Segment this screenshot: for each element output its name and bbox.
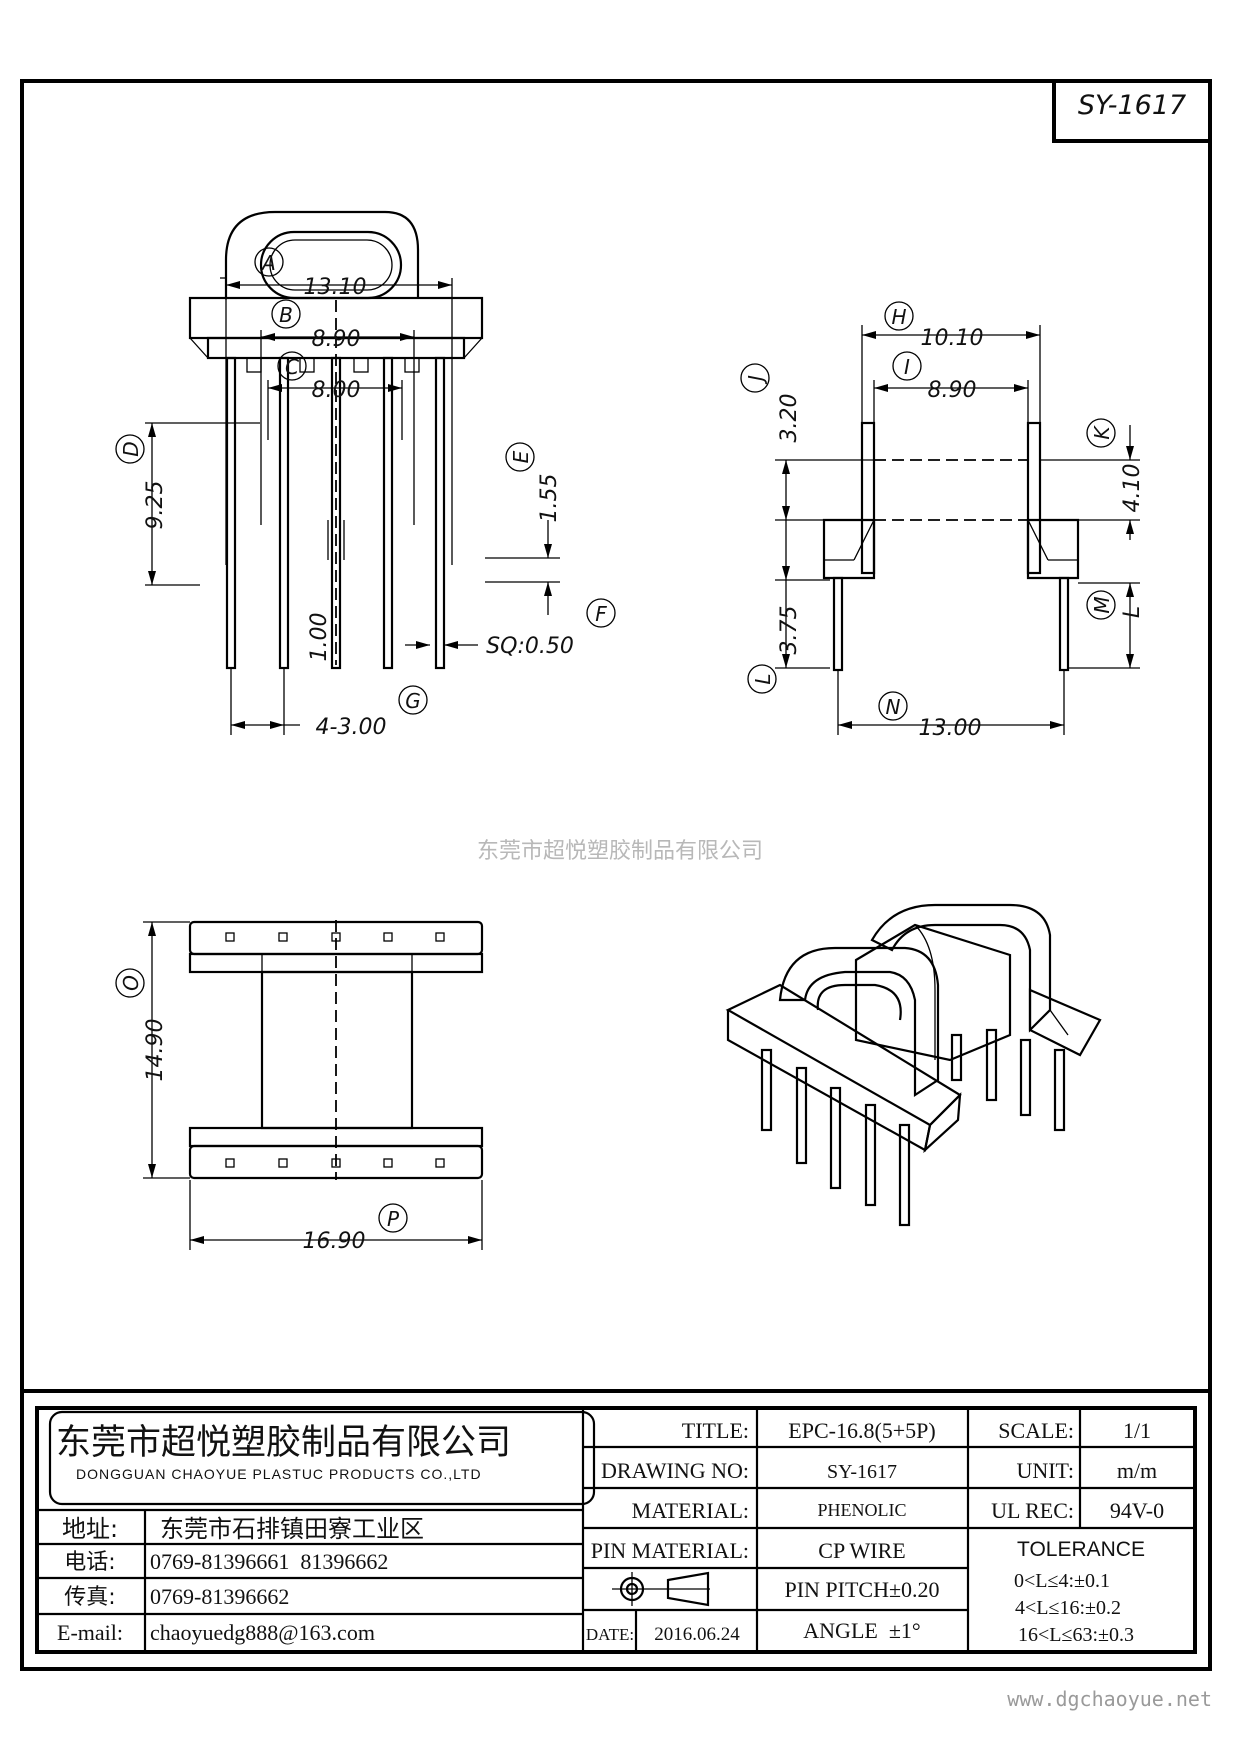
drawing-no: SY-1617: [827, 1461, 897, 1483]
top-core: [260, 970, 414, 1130]
address: 东莞市石排镇田寮工业区: [160, 1515, 424, 1543]
svg-text:UNIT:: UNIT:: [1016, 1458, 1074, 1483]
svg-text:I: I: [904, 355, 910, 379]
part-number-box: [1052, 79, 1212, 143]
front-pin-1: [225, 356, 237, 670]
telephone: 0769-81396661 81396662: [150, 1549, 388, 1574]
svg-text:E: E: [509, 450, 533, 463]
dim-H: 10.10: [921, 326, 984, 351]
isometric-view: [725, 903, 1102, 1227]
svg-text:DRAWING NO:: DRAWING NO:: [601, 1458, 749, 1483]
iso-pin-4: [864, 1103, 877, 1207]
svg-text:L: L: [751, 673, 775, 684]
svg-text:F: F: [595, 602, 607, 626]
tolerance-row-2: 4<L≤16:±0.2: [1015, 1597, 1121, 1619]
svg-text:UL REC:: UL REC:: [991, 1498, 1074, 1523]
fax: 0769-81396662: [150, 1584, 289, 1609]
svg-text:O: O: [119, 975, 143, 991]
tolerance-heading: TOLERANCE: [1017, 1538, 1145, 1561]
dim-C: 8.00: [312, 378, 361, 403]
unit: m/m: [1117, 1458, 1157, 1483]
svg-text:C: C: [285, 355, 299, 379]
svg-text:PIN MATERIAL:: PIN MATERIAL:: [591, 1538, 749, 1563]
front-core-oval-inner: [269, 239, 393, 291]
side-pin-left: [832, 576, 844, 672]
company-box: [48, 1410, 596, 1506]
title-value: EPC-16.8(5+5P): [788, 1418, 935, 1443]
front-flange-arch: [224, 210, 420, 297]
top-view: O 14.90 P 16.90: [115, 920, 484, 1254]
date: 2016.06.24: [654, 1624, 740, 1645]
pin-pitch: PIN PITCH±0.20: [784, 1577, 939, 1602]
dim-D: 9.25: [143, 481, 168, 530]
projection-symbol: [612, 1571, 710, 1607]
svg-text:J: J: [744, 375, 768, 385]
svg-text:SCALE:: SCALE:: [998, 1418, 1074, 1443]
dim-B: 8.90: [312, 327, 361, 352]
svg-text:N: N: [886, 695, 901, 719]
iso-back-flange: [870, 903, 1052, 1033]
dim-G: 4-3.00: [316, 715, 387, 740]
svg-text:P: P: [387, 1207, 400, 1231]
angle-tolerance: ANGLE ±1°: [803, 1618, 920, 1643]
sheet-border: [20, 79, 1212, 1671]
dim-F: SQ:0.50: [486, 634, 574, 659]
dim-N: 13.00: [919, 716, 982, 741]
material: PHENOLIC: [818, 1500, 907, 1520]
dim-pin-length: 1.00: [307, 613, 332, 662]
company-name-en: DONGGUAN CHAOYUE PLASTUC PRODUCTS CO.,LT…: [76, 1466, 482, 1482]
dim-M: L: [1120, 606, 1145, 618]
svg-text:DATE:: DATE:: [586, 1625, 634, 1644]
pin-material: CP WIRE: [818, 1538, 905, 1563]
watermark: 东莞市超悦塑胶制品有限公司: [477, 839, 763, 864]
part-number: SY-1617: [1078, 90, 1186, 121]
iso-pin-5: [898, 1123, 911, 1227]
dim-E: 1.55: [537, 474, 562, 523]
iso-pin-1: [760, 1048, 773, 1132]
front-pin-3: [330, 356, 342, 670]
ul-rec: 94V-0: [1110, 1498, 1164, 1523]
dim-L: 3.75: [777, 606, 802, 655]
svg-text:TITLE:: TITLE:: [682, 1418, 749, 1443]
svg-text:B: B: [279, 303, 293, 327]
svg-text:地址:: 地址:: [62, 1515, 118, 1543]
tolerance-row-3: 16<L≤63:±0.3: [1018, 1624, 1134, 1646]
iso-front-flange: [778, 946, 940, 1098]
svg-text:G: G: [405, 689, 421, 713]
dim-I: 8.90: [928, 378, 977, 403]
svg-text:E-mail:: E-mail:: [57, 1620, 123, 1645]
dim-K: 4.10: [1120, 464, 1145, 513]
dim-O: 14.90: [143, 1019, 168, 1082]
dim-J: 3.20: [777, 394, 802, 443]
dim-A: 13.10: [304, 275, 367, 300]
title-block: 东莞市超悦塑胶制品有限公司 DONGGUAN CHAOYUE PLASTUC P…: [22, 1389, 1210, 1654]
side-pin-right: [1058, 576, 1070, 672]
iso-pin-2: [795, 1066, 808, 1165]
front-pin-2: [278, 356, 290, 670]
side-base-right: [1026, 518, 1080, 580]
dim-P: 16.90: [303, 1229, 366, 1254]
svg-text:电话:: 电话:: [64, 1550, 115, 1575]
company-name-cn: 东莞市超悦塑胶制品有限公司: [56, 1423, 511, 1463]
front-pin-4: [382, 356, 394, 670]
svg-text:H: H: [891, 305, 906, 329]
iso-pin-3: [829, 1086, 842, 1190]
svg-text:传真:: 传真:: [64, 1585, 115, 1610]
svg-text:A: A: [260, 251, 276, 275]
svg-text:K: K: [1090, 425, 1114, 440]
website[interactable]: www.dgchaoyue.net: [1007, 1687, 1212, 1711]
email: chaoyuedg888@163.com: [150, 1620, 375, 1645]
svg-text:D: D: [119, 441, 143, 456]
scale: 1/1: [1123, 1418, 1151, 1443]
svg-text:M: M: [1090, 596, 1114, 613]
side-base-left: [822, 518, 876, 580]
front-pin-5: [434, 356, 446, 670]
side-view: H 10.10 I 8.90 J 3.20 K 4.10: [740, 301, 1145, 741]
tolerance-row-1: 0<L≤4:±0.1: [1014, 1570, 1110, 1592]
side-flange-left: [860, 421, 876, 575]
svg-text:MATERIAL:: MATERIAL:: [632, 1498, 749, 1523]
front-view: A 13.10 B 8.90 C 8.00 D 9.25: [115, 210, 616, 740]
side-flange-right: [1026, 421, 1042, 575]
